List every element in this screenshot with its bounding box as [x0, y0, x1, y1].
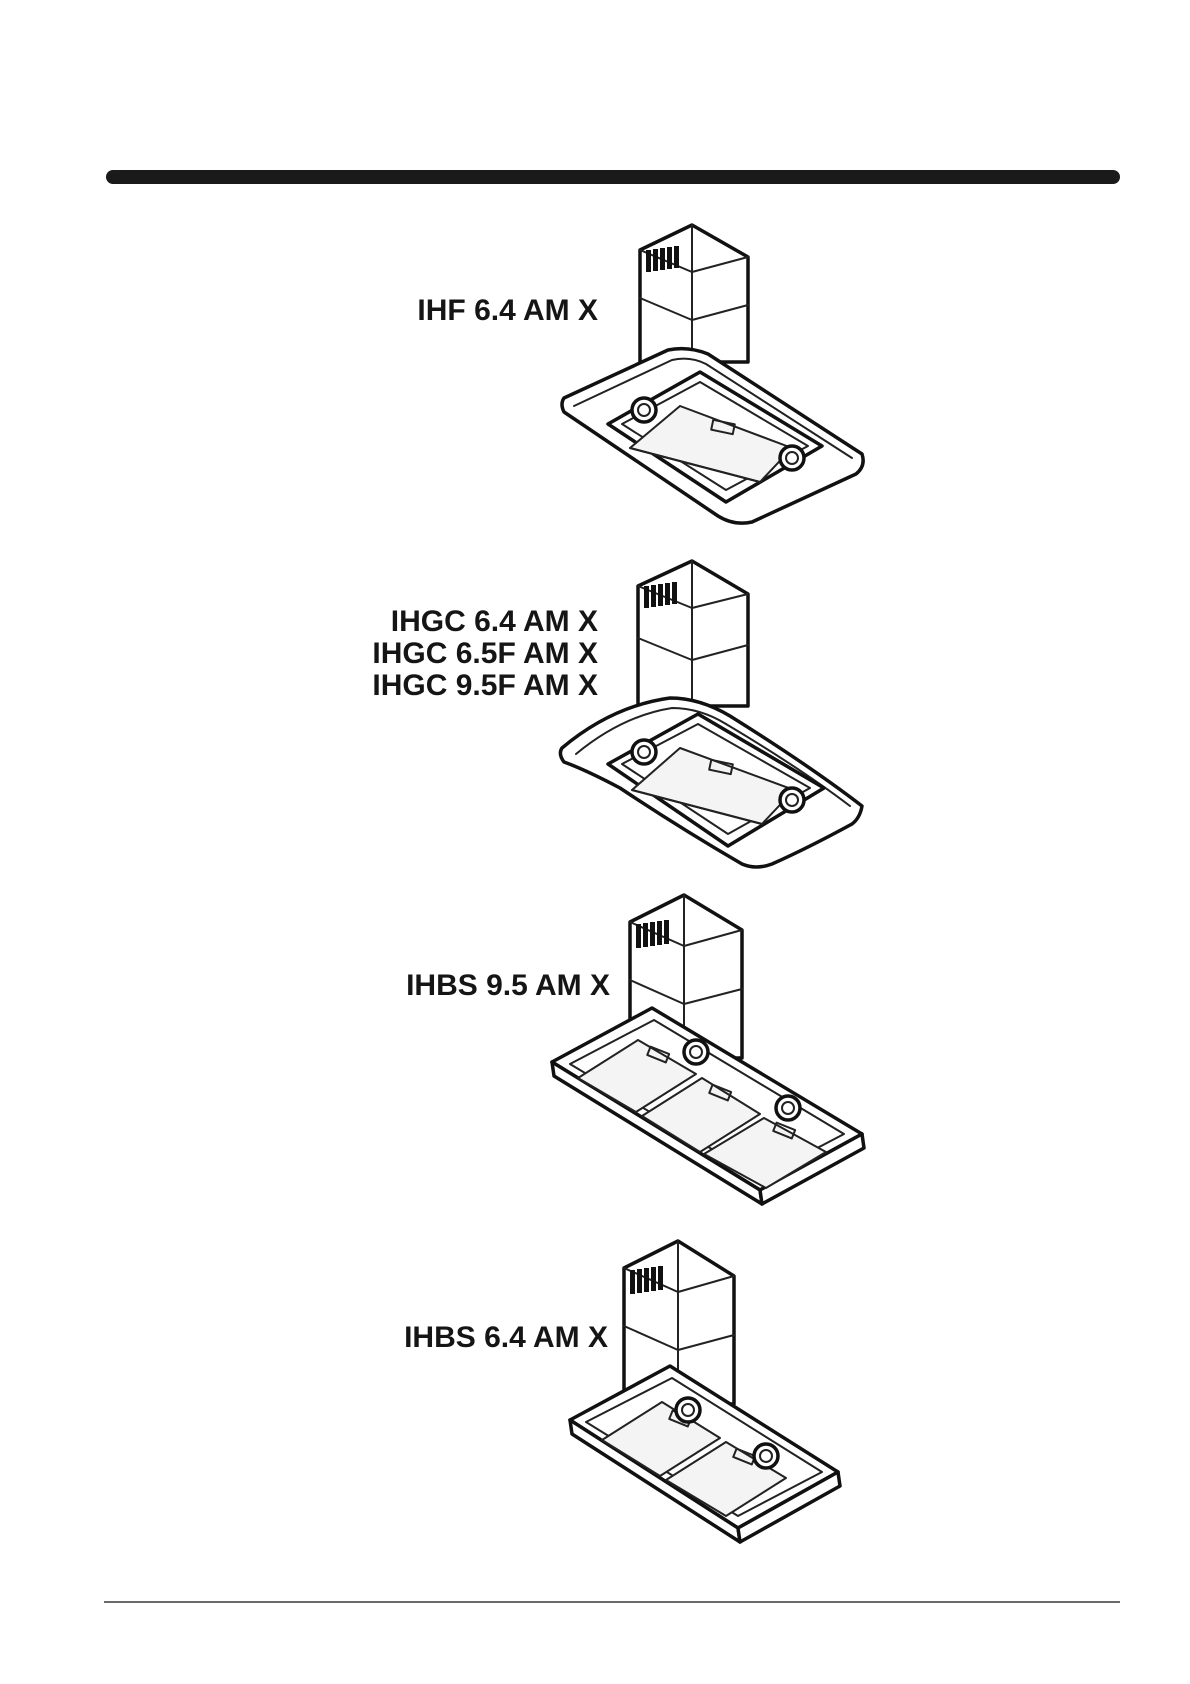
- bottom-rule: [104, 1601, 1120, 1603]
- light-icon: [684, 1040, 708, 1064]
- hood-illustration-ihgc: [560, 556, 870, 871]
- hood-illustration-ihf: [560, 220, 870, 525]
- top-rule: [106, 170, 1120, 184]
- light-icon: [632, 740, 656, 764]
- light-icon: [676, 1398, 700, 1422]
- hood-illustration-ihbs-95: [548, 890, 878, 1210]
- vent-grille-icon: [636, 920, 669, 948]
- light-icon: [776, 1096, 800, 1120]
- vent-grille-icon: [630, 1266, 663, 1294]
- chimney: [638, 561, 748, 706]
- chimney: [640, 225, 748, 362]
- light-icon: [754, 1444, 778, 1468]
- light-icon: [780, 788, 804, 812]
- box-canopy: [570, 1366, 840, 1542]
- hood-illustration-ihbs-64: [566, 1236, 856, 1548]
- light-icon: [780, 446, 804, 470]
- light-icon: [632, 398, 656, 422]
